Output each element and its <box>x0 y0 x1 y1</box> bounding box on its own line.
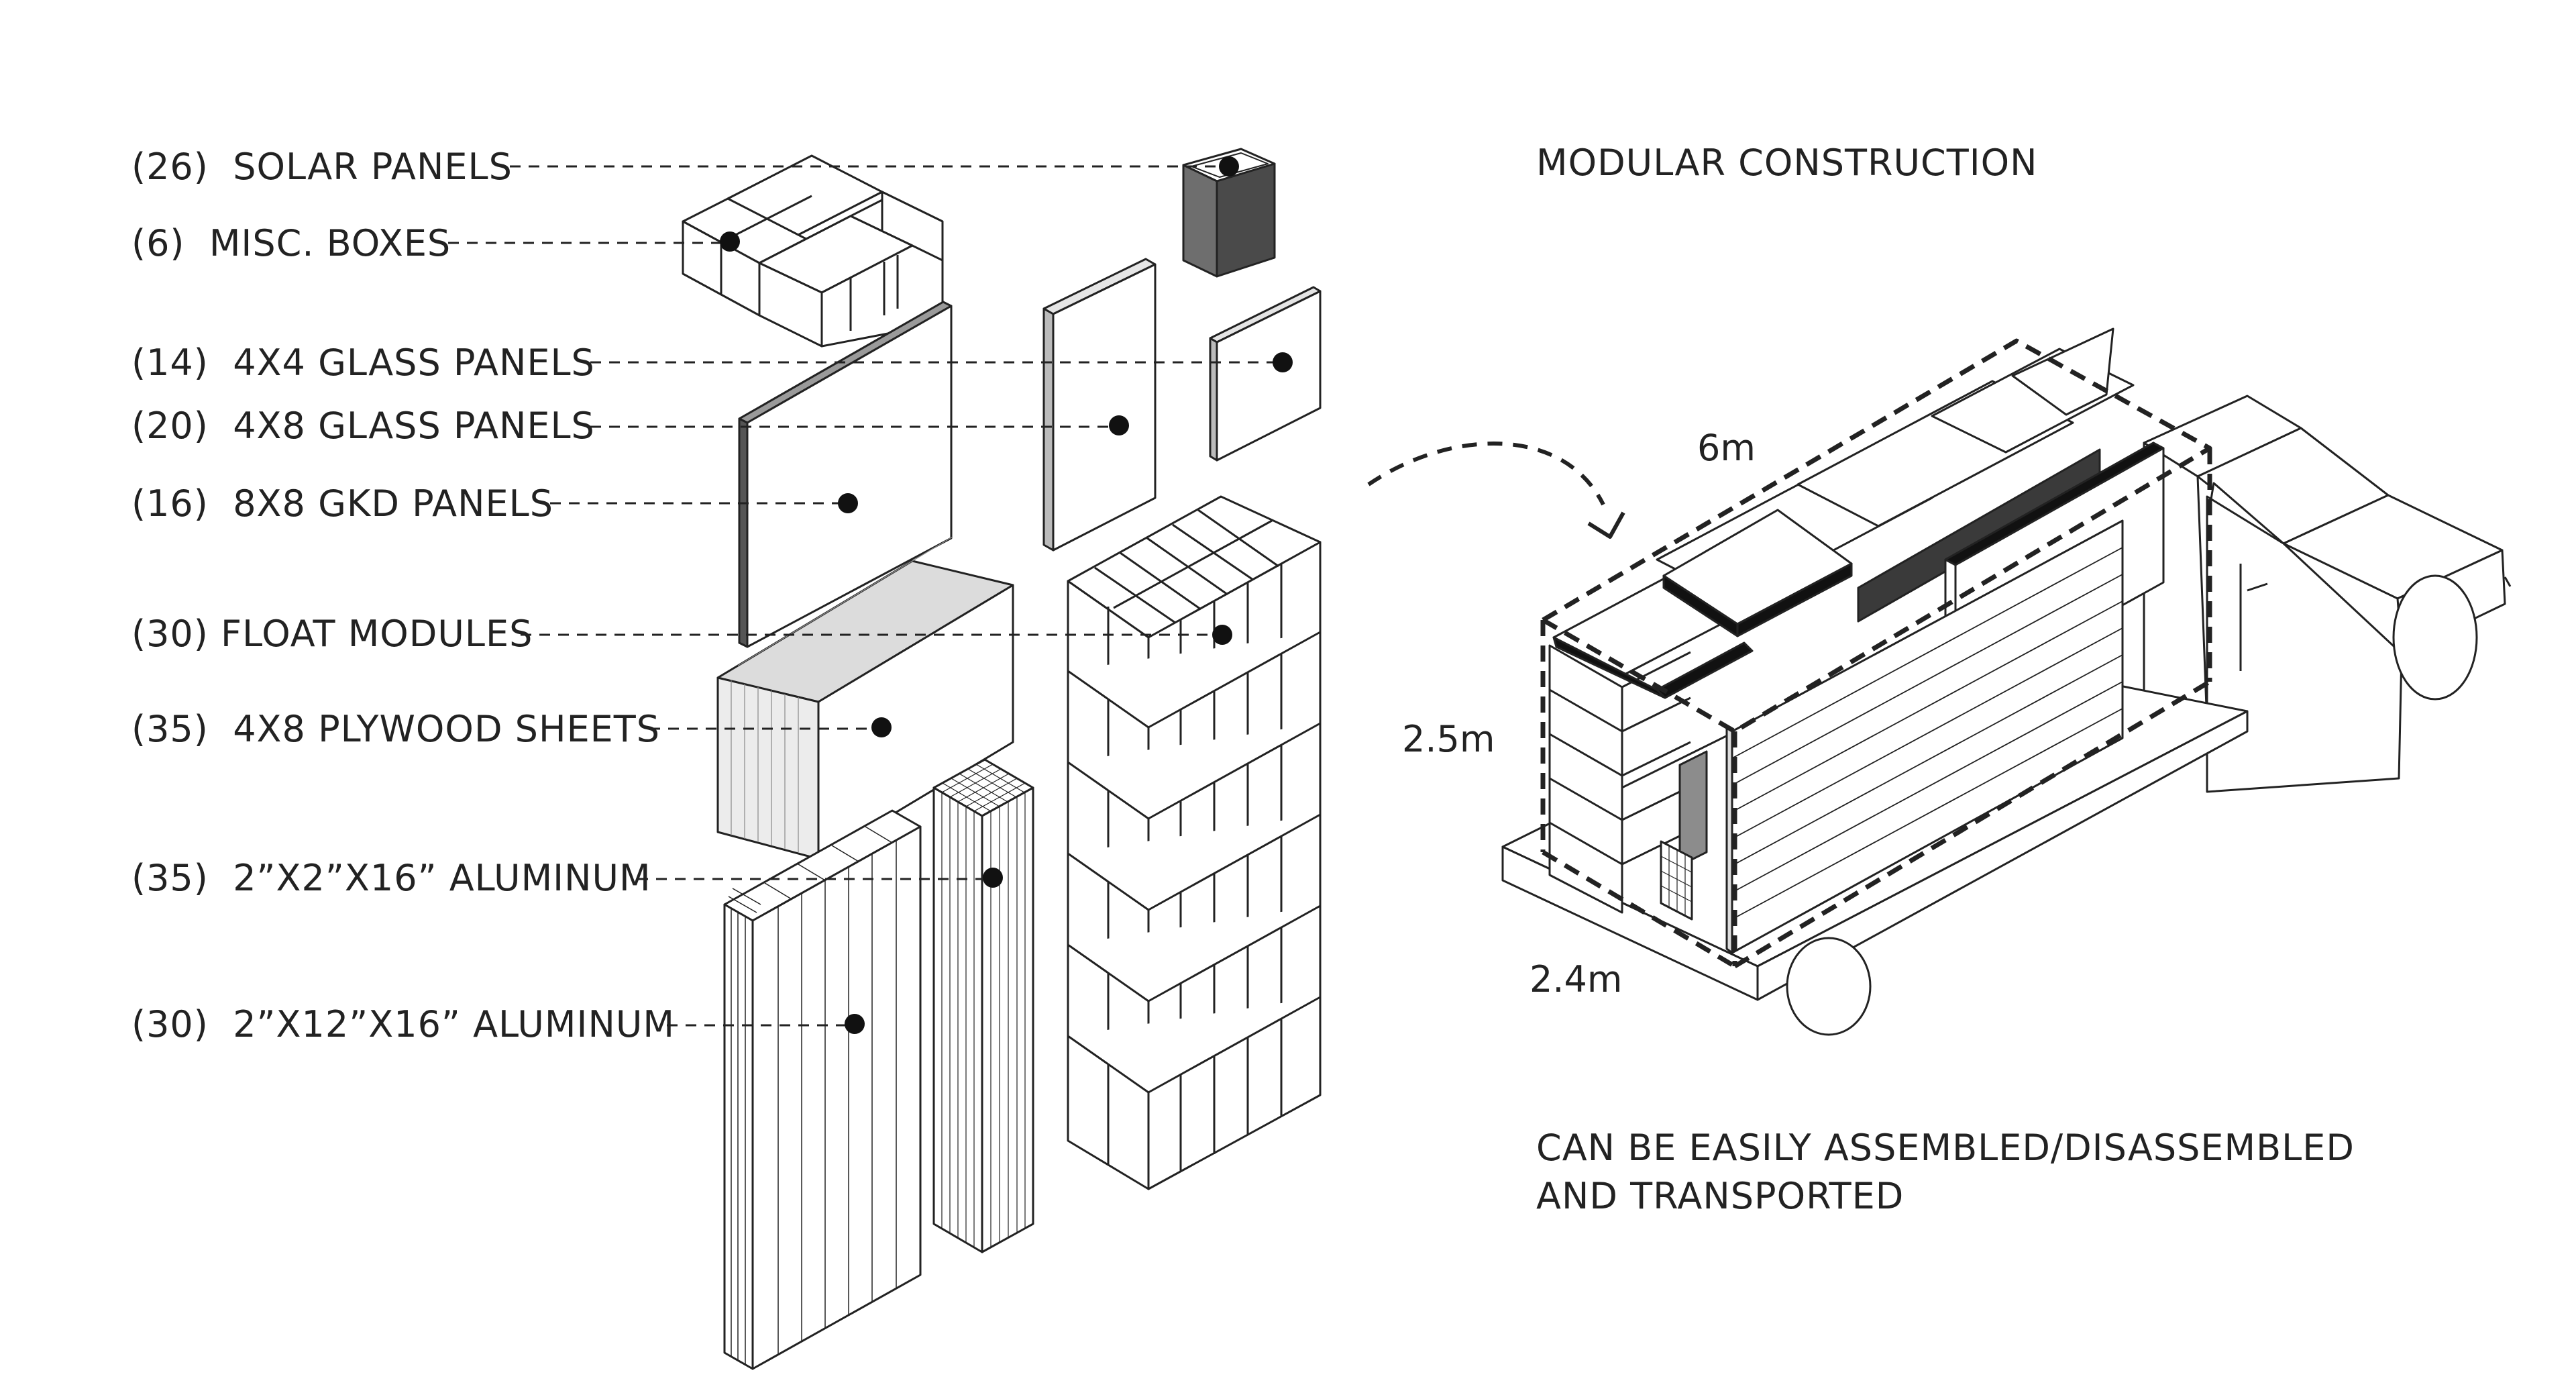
name: 4X8 PLYWOOD SHEETS <box>233 708 661 750</box>
diagram-title: MODULAR CONSTRUCTION <box>1536 142 2038 184</box>
glass-4x4-stack <box>1209 286 1322 462</box>
float-module-tower <box>1067 495 1322 1190</box>
name: 4X8 GLASS PANELS <box>233 405 595 447</box>
aluminum-2x12-stack <box>723 809 922 1370</box>
label-solar-panels: (26) SOLAR PANELS <box>131 149 513 185</box>
transfer-arrow <box>1367 442 1605 506</box>
count: (35) <box>131 857 209 899</box>
glass-4x8-stack <box>1042 258 1157 552</box>
gkd-panel-stack <box>738 301 953 648</box>
count: (20) <box>131 405 209 447</box>
label-aluminum-2x2: (35) 2”X2”X16” ALUMINUM <box>131 860 651 896</box>
cargo-bounding-box <box>1540 338 2212 969</box>
plywood-stack <box>716 536 1014 860</box>
count: (26) <box>131 146 209 188</box>
dimension-labels: 6m 2.5m 2.4m <box>1402 427 1756 1000</box>
label-misc-boxes: (6) MISC. BOXES <box>131 225 451 262</box>
name: MISC. BOXES <box>209 222 451 264</box>
aluminum-2x2-stack <box>932 758 1034 1253</box>
caption-line-1: CAN BE EASILY ASSEMBLED/DISASSEMBLED <box>1536 1127 2355 1169</box>
leader-dots <box>720 156 1293 1034</box>
misc-boxes-group <box>682 154 944 348</box>
caption-line-2: AND TRANSPORTED <box>1536 1175 1904 1217</box>
count: (14) <box>131 342 209 384</box>
label-gkd-panels: (16) 8X8 GKD PANELS <box>131 486 553 522</box>
name: 8X8 GKD PANELS <box>233 482 554 525</box>
count: (30) <box>131 1003 209 1045</box>
name: SOLAR PANELS <box>233 146 513 188</box>
name: 2”X12”X16” ALUMINUM <box>233 1003 675 1045</box>
dimension-width: 2.4m <box>1529 958 1622 1000</box>
name: 4X4 GLASS PANELS <box>233 342 595 384</box>
count: (35) <box>131 708 209 750</box>
label-glass-4x8: (20) 4X8 GLASS PANELS <box>131 408 595 444</box>
count: (16) <box>131 482 209 525</box>
pickup-truck <box>1501 327 2512 1036</box>
label-plywood: (35) 4X8 PLYWOOD SHEETS <box>131 711 660 747</box>
label-aluminum-2x12: (30) 2”X12”X16” ALUMINUM <box>131 1006 675 1043</box>
transfer-arrowhead <box>1587 511 1625 539</box>
count: (6) <box>131 222 185 264</box>
name: 2”X2”X16” ALUMINUM <box>233 857 651 899</box>
name: FLOAT MODULES <box>221 613 533 655</box>
count: (30) <box>131 613 209 655</box>
dimension-length: 6m <box>1697 427 1756 469</box>
leader-lines <box>448 165 1281 1027</box>
label-float-modules: (30) FLOAT MODULES <box>131 616 533 652</box>
label-glass-4x4: (14) 4X4 GLASS PANELS <box>131 345 595 381</box>
dimension-height: 2.5m <box>1402 718 1495 760</box>
